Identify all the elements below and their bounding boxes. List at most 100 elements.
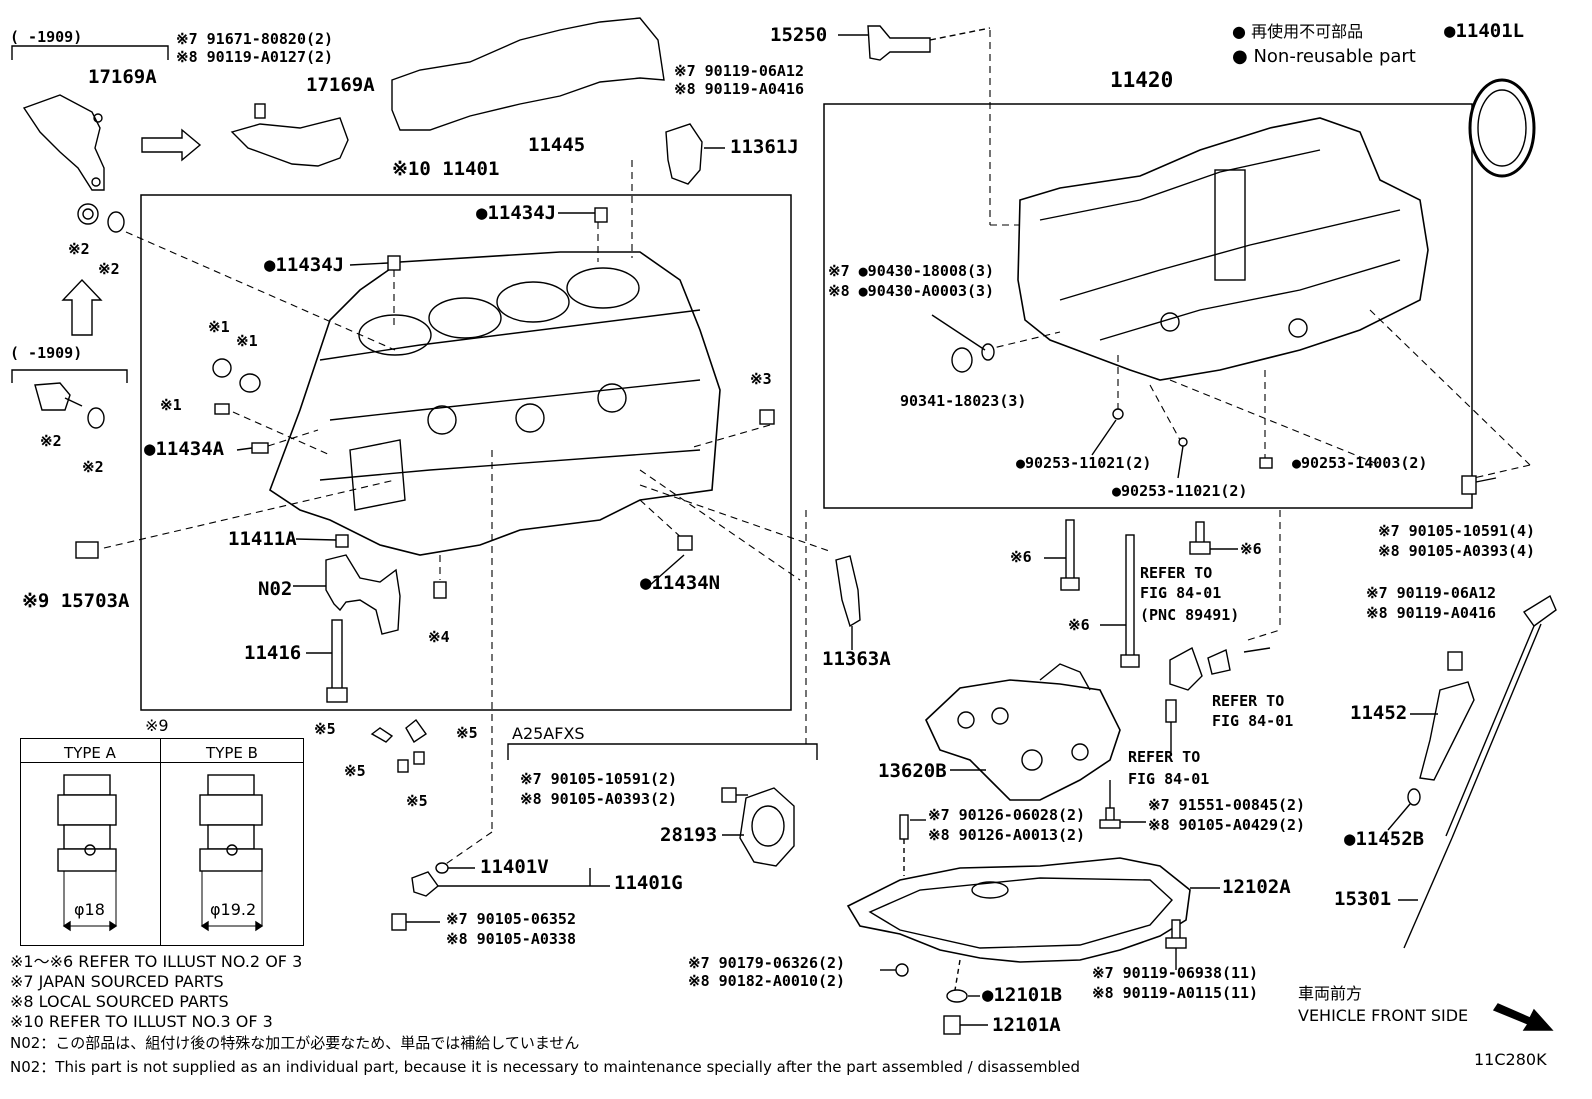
- non-reusable-dot-icon: ●: [1232, 46, 1248, 67]
- part-11401-title[interactable]: ※10 11401: [392, 158, 500, 180]
- type-a-dimension: φ18: [74, 900, 105, 919]
- part-15703a[interactable]: ※9 15703A: [22, 590, 130, 612]
- part-90126-a0013[interactable]: ※8 90126-A0013(2): [928, 826, 1086, 844]
- part-11434a[interactable]: ●11434A: [144, 438, 225, 460]
- gasket-11361j: [665, 123, 703, 185]
- figure-code: 11C280K: [1474, 1050, 1547, 1069]
- part-90105-a0393-right[interactable]: ※8 90105-A0393(4): [1378, 542, 1536, 560]
- note-s6-a: ※6: [1010, 548, 1032, 566]
- part-90179[interactable]: ※7 90179-06326(2): [688, 954, 846, 972]
- period-label: ( -1909): [10, 28, 83, 46]
- note-s2-c: ※2: [40, 432, 62, 450]
- note-line-4: ※10 REFER TO ILLUST NO.3 OF 3: [10, 1012, 273, 1031]
- refer-to-1[interactable]: REFER TO: [1140, 564, 1213, 582]
- part-91671[interactable]: ※7 91671-80820(2): [176, 30, 334, 48]
- part-12101b[interactable]: ●12101B: [982, 984, 1063, 1006]
- period-bracket-top: [11, 45, 169, 60]
- cover-11445: [391, 17, 665, 131]
- part-12101a[interactable]: 12101A: [992, 1014, 1061, 1036]
- valve-15250: [867, 25, 931, 61]
- part-11445[interactable]: 11445: [528, 134, 586, 156]
- refer-to-2[interactable]: REFER TO: [1212, 692, 1285, 710]
- part-90182[interactable]: ※8 90182-A0010(2): [688, 972, 846, 990]
- part-90105-10591-right[interactable]: ※7 90105-10591(4): [1378, 522, 1536, 540]
- part-90119-a0115[interactable]: ※8 90119-A0115(11): [1092, 984, 1259, 1002]
- part-90105-a0393-mid[interactable]: ※8 90105-A0393(2): [520, 790, 678, 808]
- note-line-5: N02：この部品は、組付け後の特殊な加工が必要なため、単品では補給していません: [10, 1034, 580, 1052]
- part-11452b[interactable]: ●11452B: [1344, 828, 1425, 850]
- type-b-drawing: [199, 774, 264, 932]
- guide-11452: [1419, 681, 1475, 781]
- bracket-17169a-right: [230, 117, 349, 167]
- part-90119-a0416-right[interactable]: ※8 90119-A0416: [1366, 604, 1496, 622]
- vehicle-front-arrow: [1492, 1003, 1554, 1031]
- part-90430-18008[interactable]: ※7 ●90430-18008(3): [828, 262, 995, 280]
- note-s6-c: ※6: [1068, 616, 1090, 634]
- part-90119-a0127[interactable]: ※8 90119-A0127(2): [176, 48, 334, 66]
- part-13620b[interactable]: 13620B: [878, 760, 947, 782]
- part-11361j[interactable]: 11361J: [730, 136, 799, 158]
- part-11401v[interactable]: 11401V: [480, 856, 549, 878]
- refer-pnc-1: (PNC 89491): [1140, 606, 1240, 624]
- arrow-up: [61, 278, 103, 336]
- part-28193[interactable]: 28193: [660, 824, 718, 846]
- refer-fig-3[interactable]: FIG 84-01: [1128, 770, 1210, 788]
- type-table: [20, 738, 304, 946]
- type-table-header-line: [20, 762, 304, 763]
- type-b-dimension: φ19.2: [210, 900, 257, 919]
- part-11363a[interactable]: 11363A: [822, 648, 891, 670]
- crankcase-group-frame: [823, 103, 1473, 509]
- part-11434j-a[interactable]: ●11434J: [476, 202, 557, 224]
- gasket-28193: [739, 787, 795, 867]
- part-11401g[interactable]: 11401G: [614, 872, 683, 894]
- part-11452[interactable]: 11452: [1350, 702, 1408, 724]
- part-90119-06a12-right[interactable]: ※7 90119-06A12: [1366, 584, 1496, 602]
- part-11434n[interactable]: ●11434N: [640, 572, 721, 594]
- note-s5-a: ※5: [314, 720, 336, 738]
- note-s5-b: ※5: [456, 724, 478, 742]
- period-label-mid: ( -1909): [10, 344, 83, 362]
- part-90253-11021-a[interactable]: ●90253-11021(2): [1016, 454, 1152, 472]
- refer-fig-2[interactable]: FIG 84-01: [1212, 712, 1294, 730]
- part-11416[interactable]: 11416: [244, 642, 302, 664]
- crankcase-11420: [1017, 117, 1429, 381]
- type-a-header: TYPE A: [64, 744, 116, 762]
- part-90341[interactable]: 90341-18023(3): [900, 392, 1027, 410]
- part-15250[interactable]: 15250: [770, 24, 828, 46]
- part-90105-a0338[interactable]: ※8 90105-A0338: [446, 930, 576, 948]
- part-17169a-left[interactable]: 17169A: [88, 66, 157, 88]
- part-11401l[interactable]: ●11401L: [1444, 20, 1525, 42]
- part-11420[interactable]: 11420: [1110, 68, 1174, 92]
- refer-fig-1[interactable]: FIG 84-01: [1140, 584, 1222, 602]
- part-11411a[interactable]: 11411A: [228, 528, 297, 550]
- part-90105-a0429[interactable]: ※8 90105-A0429(2): [1148, 816, 1306, 834]
- type-table-divider: [160, 738, 161, 946]
- note-s5-c: ※5: [344, 762, 366, 780]
- part-90119-06938[interactable]: ※7 90119-06938(11): [1092, 964, 1259, 982]
- part-90430-a0003[interactable]: ※8 ●90430-A0003(3): [828, 282, 995, 300]
- part-90126-06028[interactable]: ※7 90126-06028(2): [928, 806, 1086, 824]
- part-90253-14003[interactable]: ●90253-14003(2): [1292, 454, 1428, 472]
- part-90119-a0416-top[interactable]: ※8 90119-A0416: [674, 80, 804, 98]
- note-s5-d: ※5: [406, 792, 428, 810]
- note-s1-c: ※1: [160, 396, 182, 414]
- part-90105-10591-mid[interactable]: ※7 90105-10591(2): [520, 770, 678, 788]
- part-91551[interactable]: ※7 91551-00845(2): [1148, 796, 1306, 814]
- engine-code-a25afxs: A25AFXS: [512, 724, 585, 743]
- legend-non-reusable-ja: ● 再使用不可部品: [1232, 24, 1363, 40]
- legend-en-text: Non-reusable part: [1253, 46, 1416, 67]
- refer-to-3[interactable]: REFER TO: [1128, 748, 1201, 766]
- part-90253-11021-b[interactable]: ●90253-11021(2): [1112, 482, 1248, 500]
- bolt-11416: [331, 619, 343, 696]
- part-11434j-b[interactable]: ●11434J: [264, 254, 345, 276]
- part-15301[interactable]: 15301: [1334, 888, 1392, 910]
- note-s2-b: ※2: [98, 260, 120, 278]
- part-90105-06352[interactable]: ※7 90105-06352: [446, 910, 576, 928]
- part-90119-06a12-top[interactable]: ※7 90119-06A12: [674, 62, 804, 80]
- part-12102a[interactable]: 12102A: [1222, 876, 1291, 898]
- dipstick-15301: [1522, 594, 1557, 627]
- part-n02[interactable]: N02: [258, 578, 293, 600]
- part-17169a-right[interactable]: 17169A: [306, 74, 375, 96]
- non-reusable-dot-icon: ●: [1232, 22, 1246, 41]
